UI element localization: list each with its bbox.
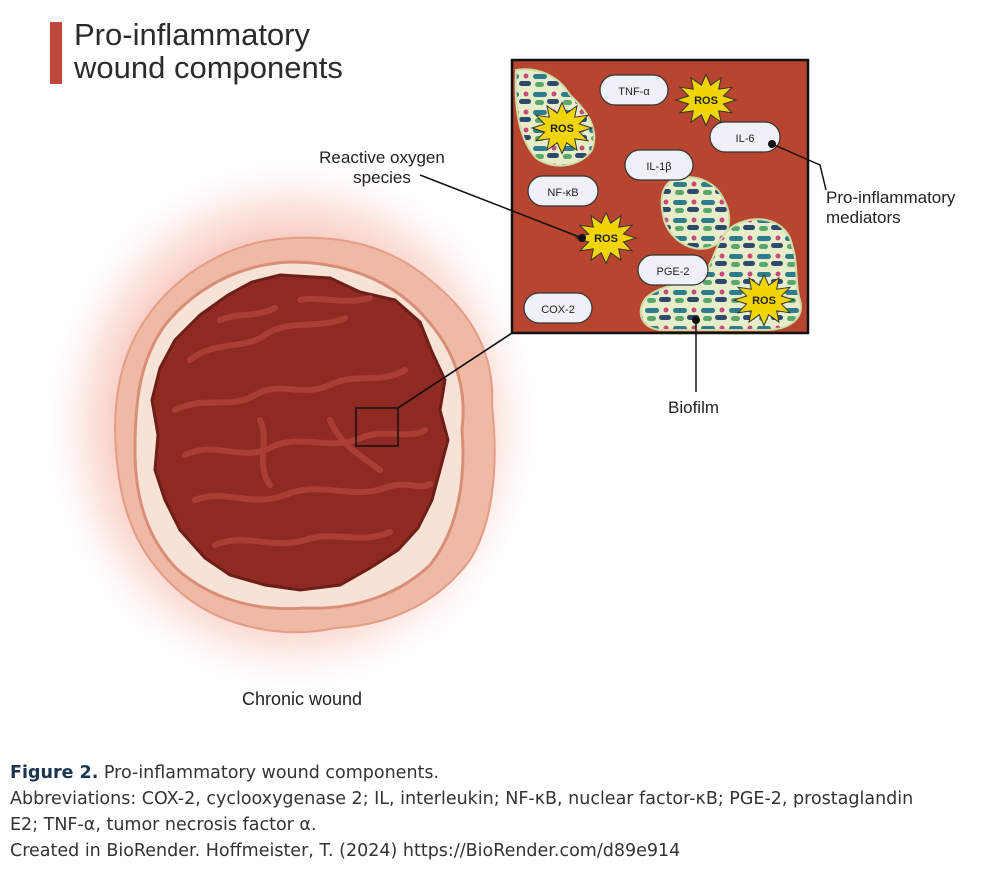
ros-burst-label: ROS <box>550 123 574 135</box>
caption-figure-label: Figure 2. <box>10 763 99 783</box>
figure-caption: Figure 2. Pro-inflammatory wound compone… <box>10 760 1005 864</box>
figure-title: Pro-inflammatory wound components <box>74 18 343 84</box>
caption-credit: Created in BioRender. Hoffmeister, T. (2… <box>10 841 681 861</box>
mediator-il-6: IL-6 <box>709 121 781 153</box>
ros-burst-4: ROS <box>732 273 796 327</box>
label-ros-line-2: species <box>353 168 411 187</box>
diagram-canvas: TNF-α IL-6 IL-1β NF-κB PGE-2 COX-2 ROSRO… <box>37 58 827 700</box>
ros-burst-label: ROS <box>594 233 618 245</box>
svg-text:IL-6: IL-6 <box>736 133 755 145</box>
caption-abbreviations-line-1: Abbreviations: COX-2, cyclooxygenase 2; … <box>10 789 914 809</box>
ros-burst-1: ROS <box>530 101 594 155</box>
title-accent-bar <box>50 22 62 84</box>
label-pro-inflammatory-mediators: Pro-inflammatory mediators <box>826 188 955 228</box>
label-mediators-line-1: Pro-inflammatory <box>826 188 956 207</box>
ros-burst-label: ROS <box>694 95 718 107</box>
svg-text:PGE-2: PGE-2 <box>656 266 689 278</box>
leader-ros <box>419 174 583 239</box>
svg-text:IL-1β: IL-1β <box>646 161 671 173</box>
svg-text:NF-κB: NF-κB <box>547 187 578 199</box>
caption-title-line: Figure 2. Pro-inflammatory wound compone… <box>10 760 1005 786</box>
leader-biofilm-dot <box>692 316 700 324</box>
zoom-box <box>355 407 399 447</box>
leader-ros-dot <box>578 234 586 242</box>
title-line-2: wound components <box>74 50 343 85</box>
mediator-nf-kappa-b: NF-κB <box>527 175 599 207</box>
wound-texture <box>172 295 433 548</box>
svg-text:TNF-α: TNF-α <box>618 86 650 98</box>
leader-mediators-dot <box>768 140 776 148</box>
title-line-1: Pro-inflammatory <box>74 17 310 52</box>
mediator-pge-2: PGE-2 <box>637 254 709 286</box>
label-mediators-line-2: mediators <box>826 208 901 227</box>
label-biofilm: Biofilm <box>668 398 720 417</box>
label-reactive-oxygen-species: Reactive oxygen species <box>312 148 452 188</box>
caption-abbreviations-line-2: E2; TNF-α, tumor necrosis factor α. <box>10 815 317 835</box>
figure: Pro-inflammatory wound components <box>37 18 955 709</box>
label-chronic-wound: Chronic wound <box>242 689 363 709</box>
wound-bed <box>150 273 450 592</box>
mediator-cox-2: COX-2 <box>523 292 593 324</box>
ros-burst-label: ROS <box>752 295 776 307</box>
ros-burst-2: ROS <box>674 73 738 127</box>
label-ros-line-1: Reactive oxygen <box>319 148 445 167</box>
biofilm-cluster-center <box>660 176 731 250</box>
caption-figure-title: Pro-inflammatory wound components. <box>98 763 440 783</box>
leader-mediators <box>771 143 827 191</box>
ros-burst-3: ROS <box>574 211 638 265</box>
mediator-tnf-alpha: TNF-α <box>599 74 669 106</box>
svg-text:COX-2: COX-2 <box>541 304 575 316</box>
mediator-il-1-beta: IL-1β <box>624 149 694 181</box>
ros-bursts: ROS ROS ROS ROS <box>530 73 796 327</box>
